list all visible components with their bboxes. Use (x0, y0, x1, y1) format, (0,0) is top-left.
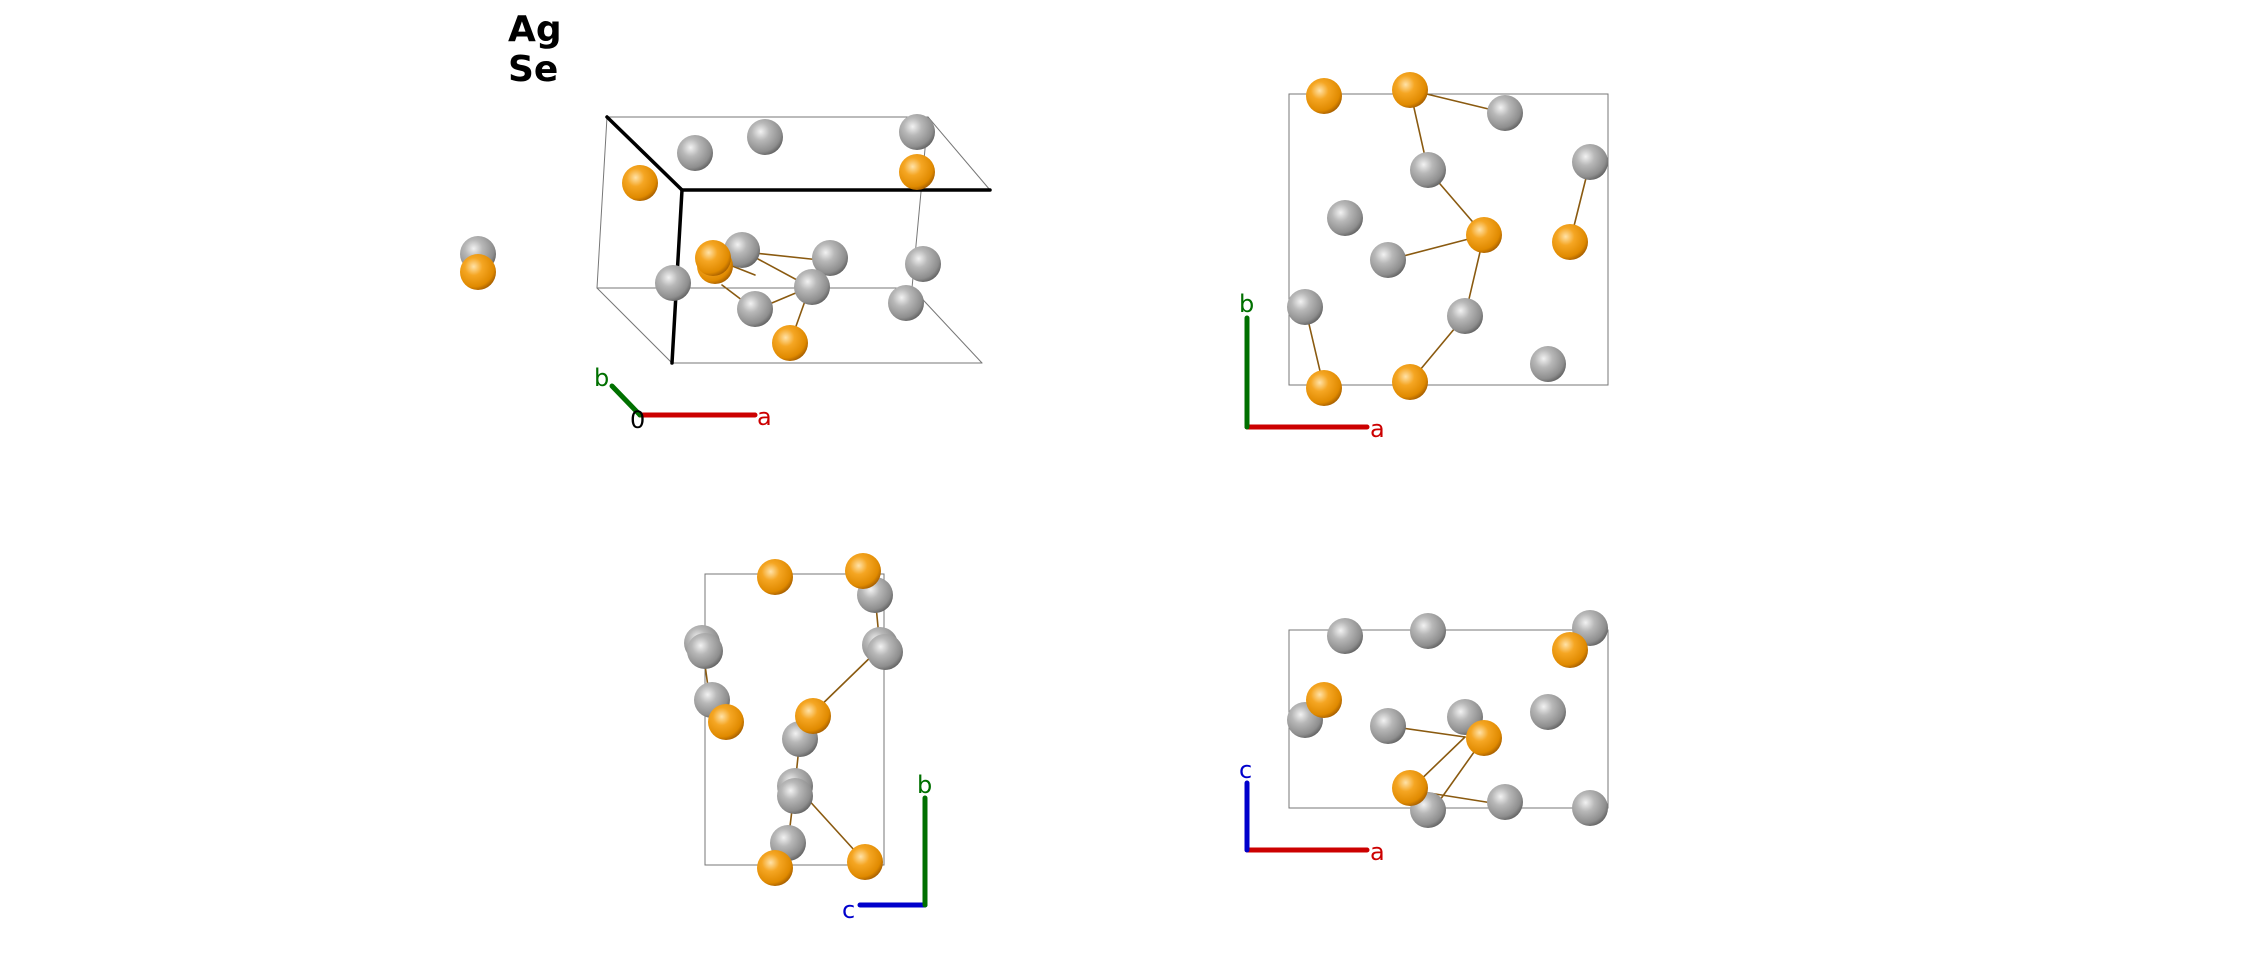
se-atom (888, 285, 924, 321)
axis-c-label: c (842, 896, 855, 924)
axis-a-label: a (757, 403, 772, 431)
se-atom (737, 291, 773, 327)
se-atom (724, 232, 760, 268)
unit-cell-edge-bold (605, 115, 684, 192)
legend-ag: Ag (508, 9, 562, 50)
se-atom (1327, 200, 1363, 236)
se-atom (655, 265, 691, 301)
atoms-layer (460, 72, 1608, 886)
se-atom (1370, 242, 1406, 278)
se-atom (1487, 784, 1523, 820)
axis-a-label: a (1370, 838, 1385, 866)
unit-cell-layer (596, 93, 1609, 866)
se-atom (687, 633, 723, 669)
se-atom (1447, 298, 1483, 334)
ag-atom (1306, 682, 1342, 718)
axis-b-label: b (917, 771, 932, 799)
unit-cell-edge (596, 287, 673, 364)
ag-atom (795, 698, 831, 734)
unit-cell-edge (927, 116, 991, 191)
se-atom (812, 240, 848, 276)
ag-atom (847, 844, 883, 880)
axis-origin-label: 0 (630, 406, 645, 434)
se-atom (1370, 708, 1406, 744)
ag-atom (1466, 217, 1502, 253)
ag-atom (845, 553, 881, 589)
axis-b-label: b (1239, 290, 1254, 318)
axis-b (609, 383, 643, 418)
ag-atom (772, 325, 808, 361)
se-atom (1410, 152, 1446, 188)
ag-atom (1306, 370, 1342, 406)
se-atom (1287, 289, 1323, 325)
axis-b-label: b (594, 364, 609, 392)
se-atom (1572, 790, 1608, 826)
se-atom (747, 119, 783, 155)
se-atom (794, 269, 830, 305)
ag-atom (1466, 720, 1502, 756)
ag-atom (757, 850, 793, 886)
unit-cell-edge (704, 573, 885, 866)
legend-se: Se (508, 49, 559, 90)
unit-cell-edge (1288, 93, 1609, 386)
se-atom (1572, 144, 1608, 180)
ag-atom (1392, 72, 1428, 108)
ag-atom (1552, 632, 1588, 668)
unit-cell-edge (596, 116, 608, 289)
bonds-layer (701, 89, 1591, 863)
ag-atom (695, 240, 731, 276)
ag-atom (757, 559, 793, 595)
element-legend: Ag Se (508, 10, 562, 90)
se-atom (905, 246, 941, 282)
ag-atom (1392, 364, 1428, 400)
se-atom (1487, 95, 1523, 131)
se-atom (867, 634, 903, 670)
axis-c-label: c (1239, 756, 1252, 784)
se-atom (1327, 618, 1363, 654)
se-atom (1410, 613, 1446, 649)
ag-atom (460, 254, 496, 290)
se-atom (899, 114, 935, 150)
axis-a-label: a (1370, 415, 1385, 443)
se-atom (777, 778, 813, 814)
ag-atom (1552, 224, 1588, 260)
ag-atom (899, 154, 935, 190)
ag-atom (622, 165, 658, 201)
se-atom (677, 135, 713, 171)
ag-atom (1392, 770, 1428, 806)
ag-atom (708, 704, 744, 740)
se-atom (1530, 346, 1566, 382)
se-atom (1530, 694, 1566, 730)
ag-atom (1306, 78, 1342, 114)
